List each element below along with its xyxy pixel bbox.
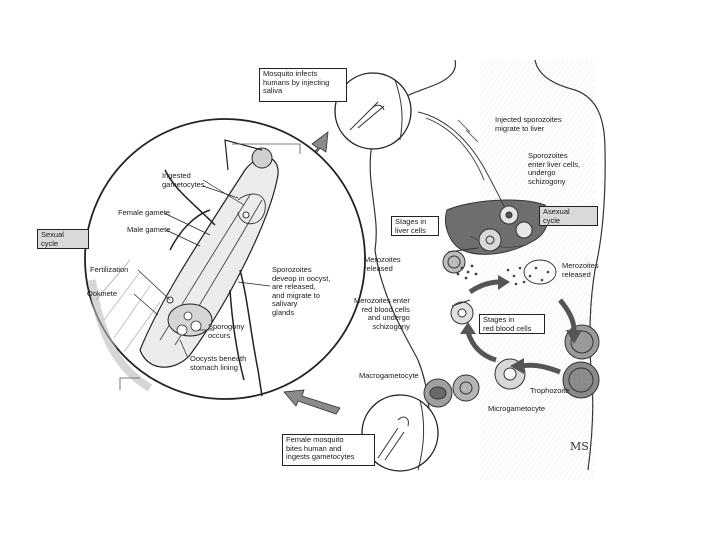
frame-lines [119,143,301,390]
top-inset-circle [334,72,412,150]
label-ookinete: Ookinete [87,289,118,298]
merozoites-cluster-left [456,264,478,280]
label-sporogony: Sporogony occurs [208,322,245,340]
label-male-gamete: Male gamete [127,225,171,234]
asexual-arrowheads [460,275,582,374]
label-fertilization: Fertilization [90,265,129,274]
label-ingested-gametocytes: Ingested gametocytes [162,171,205,189]
bottom-inset-circle [361,394,439,472]
label-female-mosquito: Female mosquito bites human and ingests … [282,434,375,466]
label-sexual-cycle: Sexual cycle [37,229,89,249]
label-sporozoites-develop: Sporozoites deveop in oocyst, are releas… [272,265,331,317]
liver-cells [442,205,533,274]
label-female-gamete: Female gamete [118,208,171,217]
mosquito-circle [84,118,366,400]
label-macrogametocyte: Macrogametocyte [359,371,419,380]
label-merozoites-released-left: Merozoites released [364,255,401,273]
sporozoite-path [417,111,505,207]
label-merozoites-released-right: Merozoites released [562,261,599,279]
label-oocysts: Oocysts beneath stomach lining [190,354,247,372]
label-stages-liver: Stages in liver cells [391,216,439,236]
body-shading-text [480,60,595,480]
merozoites-cluster-right [506,259,557,286]
liver [445,199,549,255]
label-stages-rbc: Stages in red blood cells [479,314,545,334]
label-trophozoite: Trophozoite [530,386,570,395]
asexual-cycle-arrows [465,279,577,375]
small-arrows [447,247,479,307]
artist-signature: MS [570,440,589,453]
leader-lines [133,179,271,359]
label-injected-sporozoites: Injected sporozoites migrate to liver [495,115,562,133]
label-sporozoites-enter-liver: Sporozoites enter liver cells, undergo s… [528,151,581,186]
label-merozoites-enter-rbc: Merozoites enter red blood cells and und… [354,296,410,331]
label-asexual-cycle: Asexual cycle [539,206,598,226]
label-mosquito-infects: Mosquito infects humans by injecting sal… [259,68,347,102]
label-microgametocyte: Microgametocyte [488,404,546,413]
